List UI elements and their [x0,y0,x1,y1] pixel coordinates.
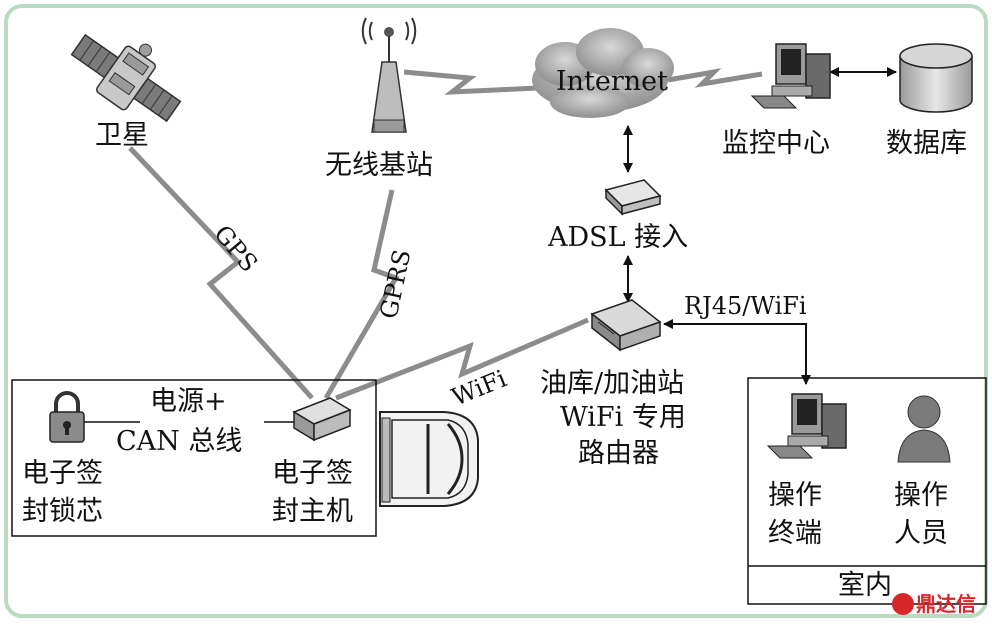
database-icon [899,43,973,113]
base-station-icon [361,17,417,133]
internet-cloud [532,28,674,118]
base-station-label: 无线基站 [325,150,433,181]
internet-label: Internet [556,66,668,97]
terminal-computer-icon [766,393,847,459]
satellite-icon [70,33,182,123]
watermark-logo: 鼎达信 [892,588,976,617]
adsl-modem-icon [604,179,662,216]
seal-lock-label-line2: 封锁芯 [22,496,103,527]
monitor-center-label: 监控中心 [722,128,830,159]
wifi-link [335,317,589,401]
power-can-label-line2: CAN 总线 [116,426,242,457]
seal-host-label-line1: 电子签 [272,458,353,489]
seal-host-icon [292,397,352,442]
gprs-link-label: GPRS [374,247,416,321]
station-internet-link [403,69,539,95]
truck-cab-icon [379,411,479,507]
terminal-label-line2: 终端 [768,518,822,549]
router-label-line1: 油库/加油站 [540,368,684,399]
gps-link [128,146,314,400]
rj45-link-label: RJ45/WiFi [684,292,807,320]
database-label: 数据库 [886,128,967,159]
outer-frame [4,4,988,618]
power-can-label-line1: 电源+ [150,386,227,417]
router-terminal-arrow [663,319,811,385]
vehicle-equipment-box [11,379,377,537]
router-label-line3: 路由器 [578,438,659,469]
router-label-line2: WiFi 专用 [560,402,686,433]
adsl-label: ADSL 接入 [547,222,688,253]
gprs-link [323,189,400,400]
terminal-label-line1: 操作 [768,480,822,511]
seal-lock-label-line1: 电子签 [22,458,103,489]
watermark-logo-icon [892,593,914,615]
indoor-box [747,377,987,605]
monitor-center-computer-icon [750,43,831,109]
gps-link-label: GPS [208,220,263,278]
operator-label-line2: 人员 [894,518,948,549]
internet-monitor-link [667,68,763,88]
watermark-text: 鼎达信 [916,592,976,616]
padlock-icon [49,391,85,443]
satellite-label: 卫星 [95,120,149,151]
operator-person-icon [897,395,951,463]
indoor-label: 室内 [838,570,892,601]
wifi-router-icon [590,299,662,352]
wifi-link-label: WiFi [448,364,511,411]
operator-label-line1: 操作 [894,480,948,511]
seal-host-label-line2: 封主机 [272,496,353,527]
